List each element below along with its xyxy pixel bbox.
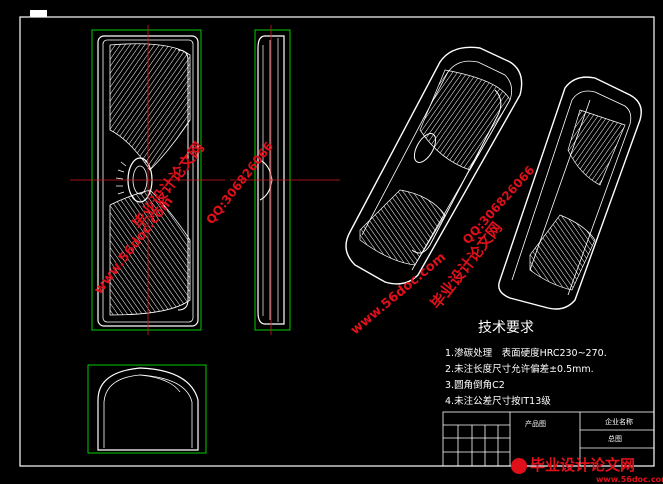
footer-logo-icon: [511, 458, 527, 474]
side-view: [230, 25, 340, 335]
title-block-company: 企业名称: [605, 417, 633, 426]
isometric-view-open: [498, 76, 642, 310]
tech-requirements: 技术要求 1.渗碳处理 表面硬度HRC230~270. 2.未注长度尺寸允许偏差…: [445, 320, 607, 407]
isometric-view-closed: [345, 46, 523, 285]
watermark-qq-1: QQ:306826066: [203, 139, 276, 227]
footer-logo-name: 毕业设计论文网: [530, 456, 635, 474]
footer-logo-site: www.56doc.com: [596, 475, 663, 484]
front-view: [70, 25, 225, 335]
footer-logo: 毕业设计论文网 www.56doc.com: [511, 456, 663, 484]
title-block-sheet: 总图: [608, 434, 622, 443]
top-view: [87, 364, 207, 454]
tech-requirement-1: 1.渗碳处理 表面硬度HRC230~270.: [445, 347, 607, 359]
tech-requirement-2: 2.未注长度尺寸允许偏差±0.5mm.: [445, 363, 594, 375]
drawing-border: [19, 16, 655, 467]
tech-requirement-4: 4.未注公差尺寸按IT13级: [445, 395, 551, 407]
title-block-product: 产品图: [525, 419, 546, 428]
tech-requirement-3: 3.圆角倒角C2: [445, 379, 505, 391]
tech-requirements-heading: 技术要求: [478, 320, 534, 336]
title-block: [442, 411, 655, 467]
title-badge: [30, 10, 47, 17]
